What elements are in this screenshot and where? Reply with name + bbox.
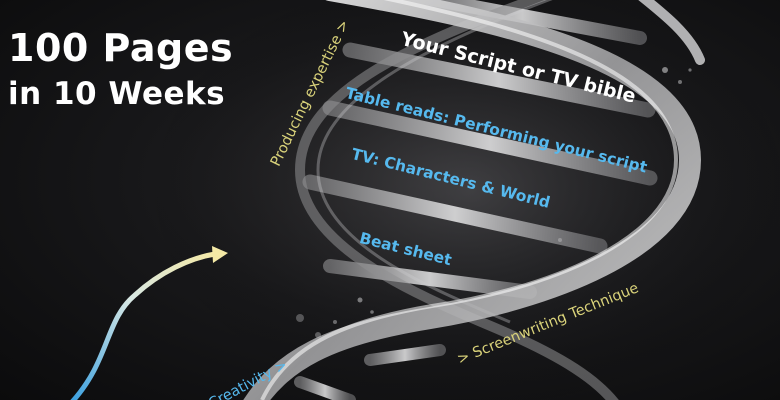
helix-top-fragment — [638, 0, 705, 65]
particles — [296, 67, 692, 338]
helix-back-strand — [294, 0, 619, 400]
curved-arrow-icon — [70, 246, 228, 400]
headline-line-1: 100 Pages — [8, 26, 234, 70]
helix-front-strand — [243, 0, 702, 400]
helix-rung — [364, 344, 446, 366]
helix-rung — [322, 100, 658, 186]
helix-rungs — [294, 0, 658, 400]
helix-front-strand-highlight — [260, 0, 679, 400]
helix-back-strand-edge — [316, 0, 553, 324]
helix-rung — [294, 376, 356, 400]
headline-line-2: in 10 Weeks — [8, 76, 226, 112]
helix-rung — [302, 174, 608, 254]
helix-rung — [323, 259, 537, 299]
